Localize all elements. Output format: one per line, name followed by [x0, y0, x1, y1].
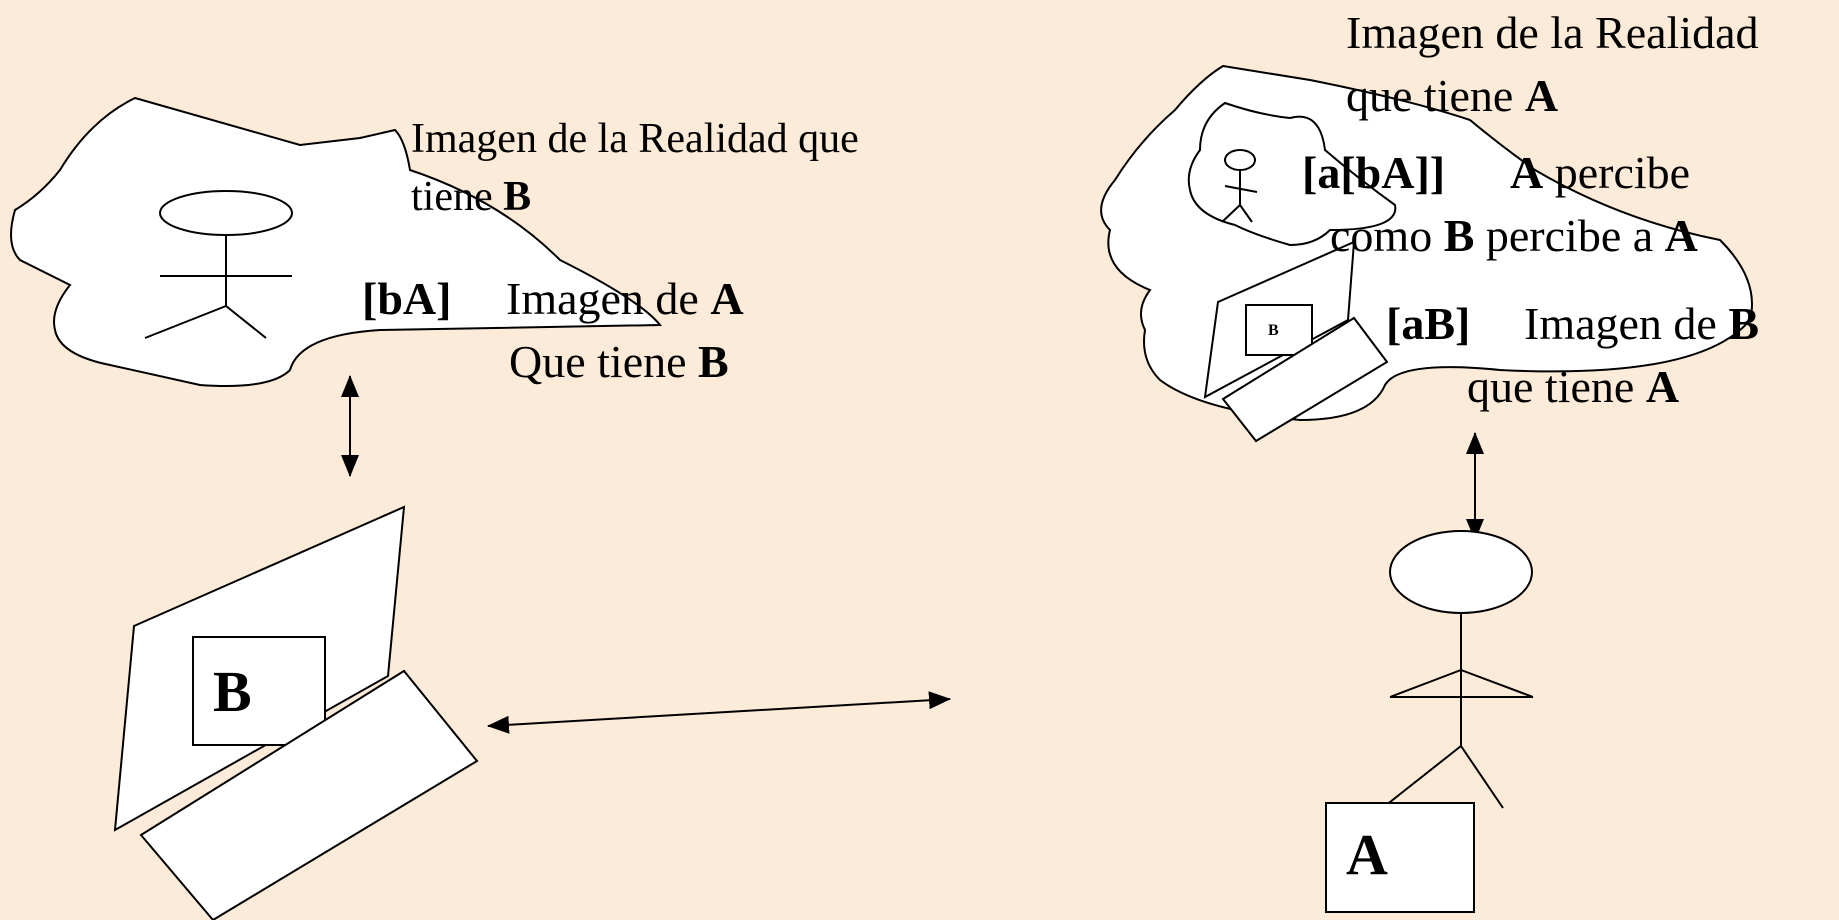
small-entity-b-machine: [1203, 240, 1389, 443]
small-box-label: B: [1268, 322, 1279, 339]
stick-figure-icon: [144, 190, 293, 339]
left-code: [bA]: [362, 273, 452, 324]
left-desc-line2: Que tiene B: [509, 336, 729, 387]
entity-b-machine: [113, 505, 479, 920]
left-caption-line1: Imagen de la Realidad que: [411, 116, 859, 162]
left-caption-line2: tiene B: [411, 174, 532, 220]
small-stick-figure-icon: [1221, 149, 1258, 223]
nested-code: [a[bA]]: [1302, 147, 1446, 198]
entity-a-label: A: [1346, 822, 1388, 887]
left-thought-cloud: [10, 96, 663, 387]
nested-line2: como B percibe a A: [1330, 210, 1698, 261]
entity-a-stick-figure: [1384, 530, 1534, 809]
entity-a-box: [1325, 802, 1475, 913]
entity-b-label: B: [213, 659, 252, 724]
right-code: [aB]: [1386, 298, 1471, 349]
left-desc-line1: Imagen de A: [506, 273, 744, 324]
right-caption-line1: Imagen de la Realidad: [1346, 7, 1759, 58]
right-desc-line2: que tiene A: [1467, 361, 1680, 412]
horizontal-arrow: [487, 691, 951, 734]
right-caption-line2: que tiene A: [1346, 70, 1559, 121]
nested-line1: A percibe: [1510, 147, 1691, 198]
right-desc-line1: Imagen de B: [1524, 298, 1760, 349]
nested-thought-cloud: [1187, 101, 1397, 247]
